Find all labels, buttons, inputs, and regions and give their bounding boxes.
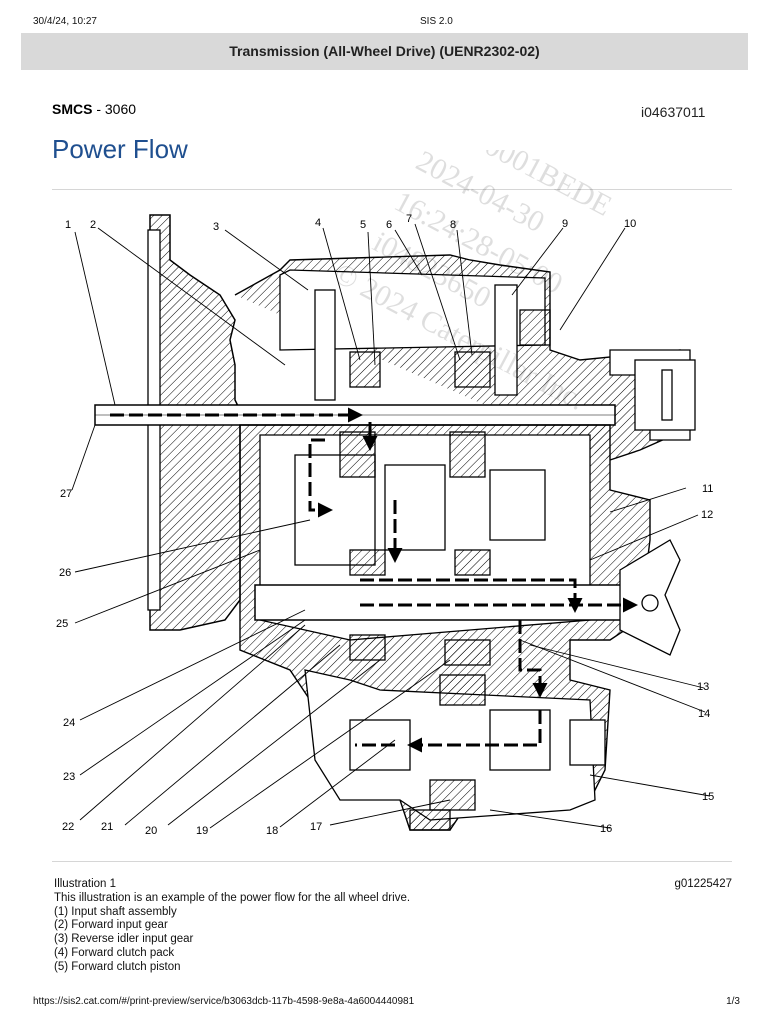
- callout-20: 20: [145, 825, 157, 837]
- footer-url[interactable]: https://sis2.cat.com/#/print-preview/ser…: [33, 996, 415, 1007]
- document-title-bar: Transmission (All-Wheel Drive) (UENR2302…: [21, 33, 748, 70]
- callout-4: 4: [315, 217, 321, 229]
- caption-item: (5) Forward clutch piston: [54, 960, 181, 973]
- callout-10: 10: [624, 218, 636, 230]
- callout-14: 14: [698, 708, 710, 720]
- callout-15: 15: [702, 791, 714, 803]
- callout-7: 7: [406, 213, 412, 225]
- divider-bottom: [52, 861, 732, 862]
- callout-19: 19: [196, 825, 208, 837]
- callout-16: 16: [600, 823, 612, 835]
- callout-11: 11: [702, 483, 713, 495]
- caption-text: This illustration is an example of the p…: [54, 891, 411, 904]
- print-app-title: SIS 2.0: [420, 16, 453, 27]
- divider-top: [52, 189, 732, 190]
- callout-2: 2: [90, 219, 96, 231]
- caption-item: (4) Forward clutch pack: [54, 946, 175, 959]
- callout-8: 8: [450, 219, 456, 231]
- callout-17: 17: [310, 821, 322, 833]
- print-header: 30/4/24, 10:27 SIS 2.0: [33, 16, 740, 30]
- caption-item: (1) Input shaft assembly: [54, 905, 177, 918]
- illustration-caption: Illustration 1 g01225427 This illustrati…: [54, 878, 734, 975]
- caption-label: Illustration 1: [54, 878, 117, 890]
- power-flow-illustration: 1 2 3 4 5 6 7 8 9 10 11 12 13 14 15 16 1…: [56, 213, 714, 837]
- reference-id: i04637011: [641, 104, 706, 120]
- caption-item: (3) Reverse idler input gear: [54, 933, 194, 946]
- page-title: Power Flow: [52, 134, 188, 164]
- callout-3: 3: [213, 221, 219, 233]
- callout-21: 21: [101, 821, 113, 833]
- document-title: Transmission (All-Wheel Drive) (UENR2302…: [229, 43, 540, 59]
- print-date: 30/4/24, 10:27: [33, 16, 97, 27]
- callout-5: 5: [360, 219, 366, 231]
- callout-12: 12: [701, 509, 713, 521]
- callout-23: 23: [63, 771, 75, 783]
- callout-26: 26: [59, 567, 71, 579]
- print-footer: https://sis2.cat.com/#/print-preview/ser…: [33, 996, 740, 1010]
- caption-item: (2) Forward input gear: [54, 919, 168, 932]
- smcs-value: - 3060: [92, 101, 137, 117]
- callout-13: 13: [697, 681, 709, 693]
- smcs-label: SMCS: [52, 101, 93, 117]
- page-number: 1/3: [726, 996, 740, 1007]
- callout-1: 1: [65, 219, 71, 231]
- callout-27: 27: [60, 488, 72, 500]
- caption-graphic-id: g01225427: [674, 878, 732, 890]
- callout-9: 9: [562, 218, 568, 230]
- callout-6: 6: [386, 219, 392, 231]
- callout-18: 18: [266, 825, 278, 837]
- callout-22: 22: [62, 821, 74, 833]
- smcs-code: SMCS - 3060: [52, 101, 136, 117]
- callout-24: 24: [63, 717, 75, 729]
- callout-25: 25: [56, 618, 68, 630]
